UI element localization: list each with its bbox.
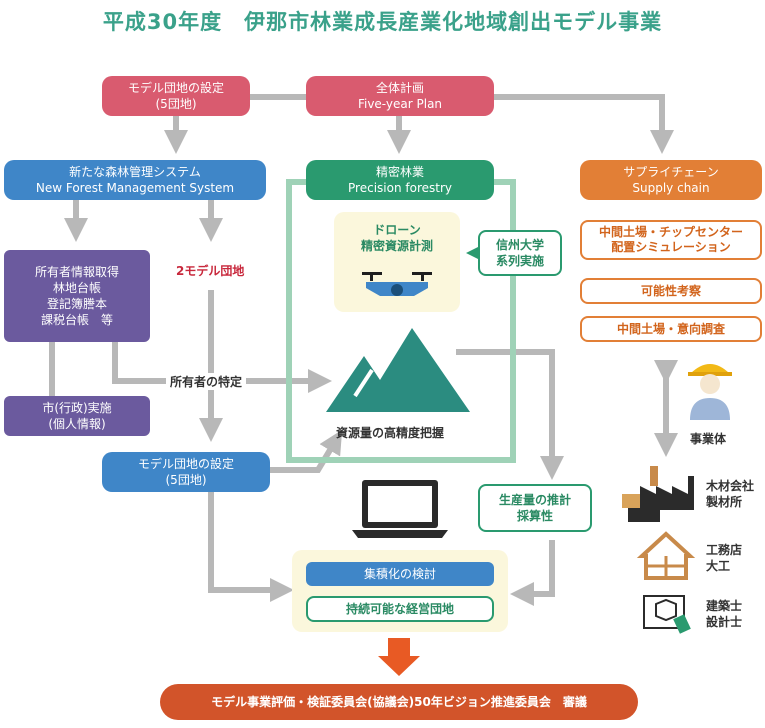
new-forest-system-line1: 新たな森林管理システム [69,165,201,179]
arrow-owner-identify [112,342,332,393]
drone-line2: 精密資源計測 [360,239,433,253]
owner-info-line4: 課税台帳 等 [40,313,113,327]
precision-forestry-header: 精密林業 Precision forestry [306,160,494,200]
drone-panel: ドローン 精密資源計測 [334,212,460,312]
estimate-line1: 生産量の推計 [498,493,571,507]
simulation-line2: 配置シミュレーション [611,240,731,254]
new-forest-system-line2: New Forest Management System [35,181,235,195]
feasibility-box: 可能性考察 [580,278,762,304]
overall-plan-line1: 全体計画 [375,81,424,95]
two-model-label: 2モデル団地 [176,264,245,278]
owner-info-box: 所有者情報取得 林地台帳 登記簿謄本 課税台帳 等 [4,250,150,342]
consolidation-box: 集積化の検討 [306,562,494,586]
supply-chain-header: サプライチェーン Supply chain [580,160,762,200]
arrow-model2-to-resource [270,429,343,473]
city-box: 市(行政)実施 (個人情報) [4,396,150,436]
arrow-resource-to-estimate [456,349,564,480]
model-setting-lower-line1: モデル団地の設定 [137,457,234,471]
drone-title: ドローン 精密資源計測 [334,222,460,254]
consolidation-label: 集積化の検討 [363,567,436,581]
sustainable-box: 持続可能な経営団地 [306,596,494,622]
arrow-plan-to-right [494,94,674,154]
architect-line2: 設計士 [706,615,743,629]
owner-info-line2: 林地台帳 [52,281,101,295]
architect-label: 建築士 設計士 [706,598,742,630]
arrow-to-bottom [378,638,420,676]
builder-line2: 大工 [706,559,731,573]
city-line1: 市(行政)実施 [42,401,112,415]
new-forest-system-header: 新たな森林管理システム New Forest Management System [4,160,266,200]
feasibility-label: 可能性考察 [640,283,701,298]
committee-box: モデル事業評価・検証委員会(協議会)50年ビジョン推進委員会 審議 [160,684,638,720]
owner-identify-label: 所有者の特定 [166,373,247,390]
shinshu-univ-box: 信州大学 系列実施 [478,230,562,276]
shinshu-univ-line2: 系列実施 [495,254,544,268]
overall-plan-line2: Five-year Plan [357,97,443,111]
shinshu-univ-line1: 信州大学 [495,238,544,252]
architect-line1: 建築士 [706,599,743,613]
owner-info-line1: 所有者情報取得 [34,265,119,279]
estimate-line2: 採算性 [516,509,553,523]
precision-forestry-line2: Precision forestry [348,181,452,195]
resource-label: 資源量の高精度把握 [336,426,445,440]
drone-icon [362,272,432,296]
model-setting-top: モデル団地の設定 (5団地) [102,76,250,116]
drone-line1: ドローン [373,223,421,237]
arrow-model2-to-consolidation [208,492,294,602]
model-setting-top-line2: (5団地) [155,97,197,111]
committee-label: モデル事業評価・検証委員会(協議会)50年ビジョン推進委員会 審議 [211,695,587,709]
model-setting-lower: モデル団地の設定 (5団地) [102,452,270,492]
city-line2: (個人情報) [48,417,106,431]
simulation-box: 中間土場・チップセンター 配置シミュレーション [580,220,762,260]
owner-info-line3: 登記簿謄本 [46,297,107,311]
arrow-estimate-to-consolidation [510,540,555,606]
estimate-box: 生産量の推計 採算性 [478,484,592,532]
sustainable-label: 持続可能な経営団地 [345,602,454,616]
builder-label: 工務店 大工 [706,542,742,574]
model-setting-lower-line2: (5団地) [165,473,207,487]
simulation-line1: 中間土場・チップセンター [598,225,743,239]
page-title: 平成30年度 伊那市林業成長産業化地域創出モデル事業 [102,10,663,34]
survey-box: 中間土場・意向調査 [580,316,762,342]
lumber-label: 木材会社 製材所 [706,478,754,510]
precision-forestry-line1: 精密林業 [375,165,424,179]
builder-line1: 工務店 [706,543,743,557]
model-setting-top-line1: モデル団地の設定 [127,81,224,95]
lumber-line1: 木材会社 [706,479,755,493]
supply-chain-line2: Supply chain [632,181,710,195]
supply-chain-line1: サプライチェーン [623,165,719,179]
overall-plan: 全体計画 Five-year Plan [306,76,494,116]
business-label: 事業体 [690,432,727,446]
lumber-line2: 製材所 [706,495,743,509]
survey-label: 中間土場・意向調査 [616,321,725,336]
